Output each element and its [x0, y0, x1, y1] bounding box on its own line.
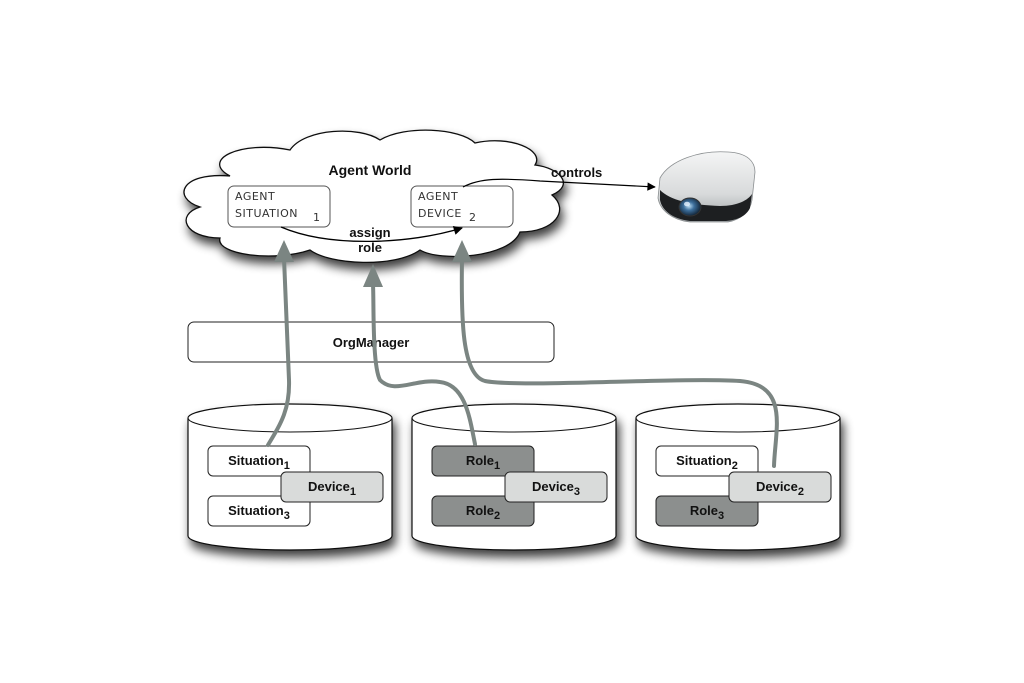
role-entry: Role1: [431, 445, 535, 477]
assign-label: assign: [349, 225, 390, 240]
agent-subscript: 1: [313, 211, 321, 224]
database-lid: [187, 417, 393, 433]
situation-entry: Situation2: [655, 445, 759, 477]
agent-subscript: 2: [469, 211, 477, 224]
arrowheads: [274, 240, 472, 287]
device-entry: Device1: [280, 471, 384, 503]
role-entry: Role2: [431, 495, 535, 527]
situation-entry: Situation3: [207, 495, 311, 527]
device2-to-agent-arrow: [459, 256, 779, 468]
role-assignment-arrows: [266, 256, 779, 468]
role1-to-assign-arrow: [371, 283, 477, 446]
device-entry: Device3: [504, 471, 608, 503]
database-lid: [635, 417, 841, 433]
situation1-to-agent-arrow: [266, 256, 292, 447]
situation-label: Situation2: [676, 453, 738, 472]
device-label: Device2: [756, 479, 804, 498]
assign-role-arrow: [280, 226, 463, 243]
role-label: Role3: [690, 503, 724, 522]
agent-device-box: AGENT DEVICE 2: [410, 185, 514, 228]
agent-situation-box: AGENT SITUATION 1: [227, 185, 331, 228]
org-manager-label: OrgManager: [333, 335, 410, 350]
role-entry: Role3: [655, 495, 759, 527]
role-label: role: [358, 240, 382, 255]
agent-type-label: DEVICE: [418, 207, 462, 220]
agent-world-title: Agent World: [329, 162, 412, 178]
role-label: Role1: [466, 453, 500, 472]
role-label: Role2: [466, 503, 500, 522]
database-lid: [411, 417, 617, 433]
agent-label: AGENT: [235, 190, 275, 203]
arrowhead: [274, 240, 294, 262]
controls-label: controls: [551, 165, 602, 180]
situation-label: Situation1: [228, 453, 290, 472]
arrowhead: [452, 240, 472, 262]
org-manager-box: OrgManager: [187, 321, 555, 363]
controls-arrow: [462, 178, 656, 191]
agent-type-label: SITUATION: [235, 207, 298, 220]
projector-icon: [657, 151, 756, 223]
agent-label: AGENT: [418, 190, 458, 203]
device-label: Device3: [532, 479, 580, 498]
device-label: Device1: [308, 479, 356, 498]
situation-label: Situation3: [228, 503, 290, 522]
agent-world-cloud: [183, 129, 565, 264]
situation-entry: Situation1: [207, 445, 311, 477]
arrowhead: [363, 264, 383, 287]
device-entry: Device2: [728, 471, 832, 503]
